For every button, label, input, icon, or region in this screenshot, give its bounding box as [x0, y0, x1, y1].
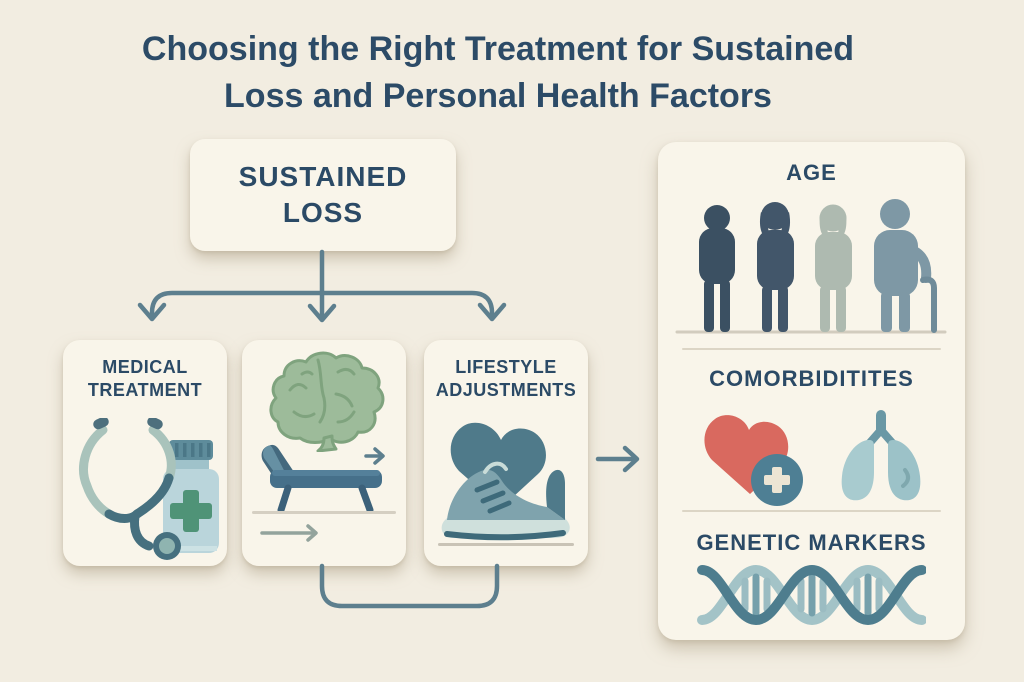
arrow-down-icon — [137, 302, 167, 322]
page-title-line2: Loss and Personal Health Factors — [224, 76, 772, 115]
genetic-markers-heading: GENETIC MARKERS — [696, 530, 927, 555]
couch-ground-line — [252, 511, 396, 514]
lungs-icon — [841, 410, 920, 501]
lifestyle-adjustments-label: LIFESTYLE ADJUSTMENTS — [435, 357, 577, 401]
comorbidities-heading: COMORBIDITITES — [709, 366, 914, 391]
pill-bottle-icon — [163, 440, 219, 553]
page-title: Choosing the Right Treatment for Sustain… — [0, 26, 1010, 120]
person-silhouette-senior — [815, 204, 852, 332]
therapy-node — [242, 340, 406, 566]
person-silhouette-child — [699, 205, 735, 332]
bottom-u-connector — [319, 563, 500, 609]
stethoscope-pill-bottle-icon — [79, 418, 219, 560]
arrow-down-icon — [477, 302, 507, 322]
therapy-couch-icon — [261, 444, 382, 514]
section-divider — [682, 510, 941, 512]
heart-sneaker-icon — [441, 422, 570, 541]
comorbidities-icons — [658, 408, 965, 510]
lifestyle-adjustments-node: LIFESTYLE ADJUSTMENTS — [424, 340, 588, 566]
running-shoe-icon — [441, 461, 570, 541]
person-silhouette-adult — [757, 202, 794, 332]
age-heading: AGE — [786, 160, 837, 185]
heart-medical-plus-icon — [703, 415, 803, 506]
medical-treatment-node: MEDICAL TREATMENT — [63, 340, 227, 566]
arrow-down-icon — [307, 303, 337, 323]
brain-icon — [269, 351, 385, 452]
person-silhouette-elderly-with-cane — [874, 199, 937, 333]
medical-treatment-label: MEDICAL TREATMENT — [87, 357, 203, 401]
branch-horizontal-line — [149, 290, 495, 321]
health-factors-panel: AGE — [658, 142, 965, 640]
sustained-loss-node: SUSTAINED LOSS — [190, 139, 456, 251]
dna-helix-icon — [697, 564, 926, 626]
sustained-loss-label: SUSTAINED LOSS — [238, 160, 408, 228]
stethoscope-icon — [79, 418, 181, 560]
cane-icon — [920, 276, 937, 333]
shoe-ground-line — [438, 543, 574, 546]
page-title-line1: Choosing the Right Treatment for Sustain… — [141, 30, 855, 68]
age-progression-silhouettes-icon — [675, 199, 947, 334]
section-divider — [682, 348, 941, 350]
arrow-right-icon — [622, 445, 640, 473]
